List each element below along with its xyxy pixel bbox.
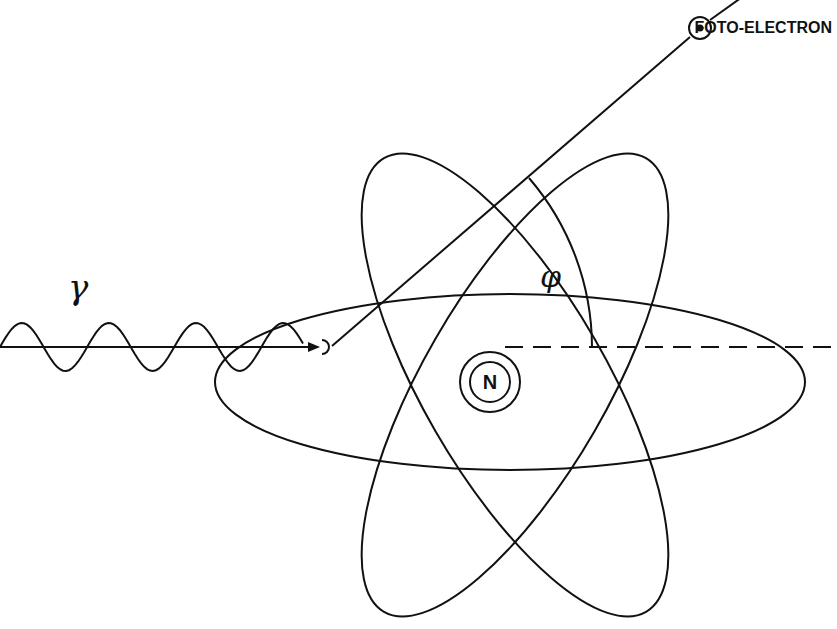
orbit: [215, 294, 805, 470]
orbit: [304, 112, 725, 629]
electron-label: FOTO-ELECTRON: [695, 20, 832, 36]
photon-wave: [0, 323, 303, 371]
nucleus-ring: [470, 362, 510, 402]
electron-path: [332, 37, 690, 346]
photon-axis: [0, 346, 318, 348]
photon-symbol: γ: [68, 270, 88, 304]
angle-symbol: φ: [540, 262, 561, 292]
nucleus: N: [458, 350, 522, 414]
reference-line: [505, 346, 837, 348]
orbit: [304, 112, 725, 629]
nucleus-ring: [460, 352, 520, 412]
nucleus-letter: N: [483, 371, 497, 394]
angle-arc: [529, 178, 592, 347]
electron-path: [710, 0, 752, 20]
electron-notch: [322, 340, 329, 354]
